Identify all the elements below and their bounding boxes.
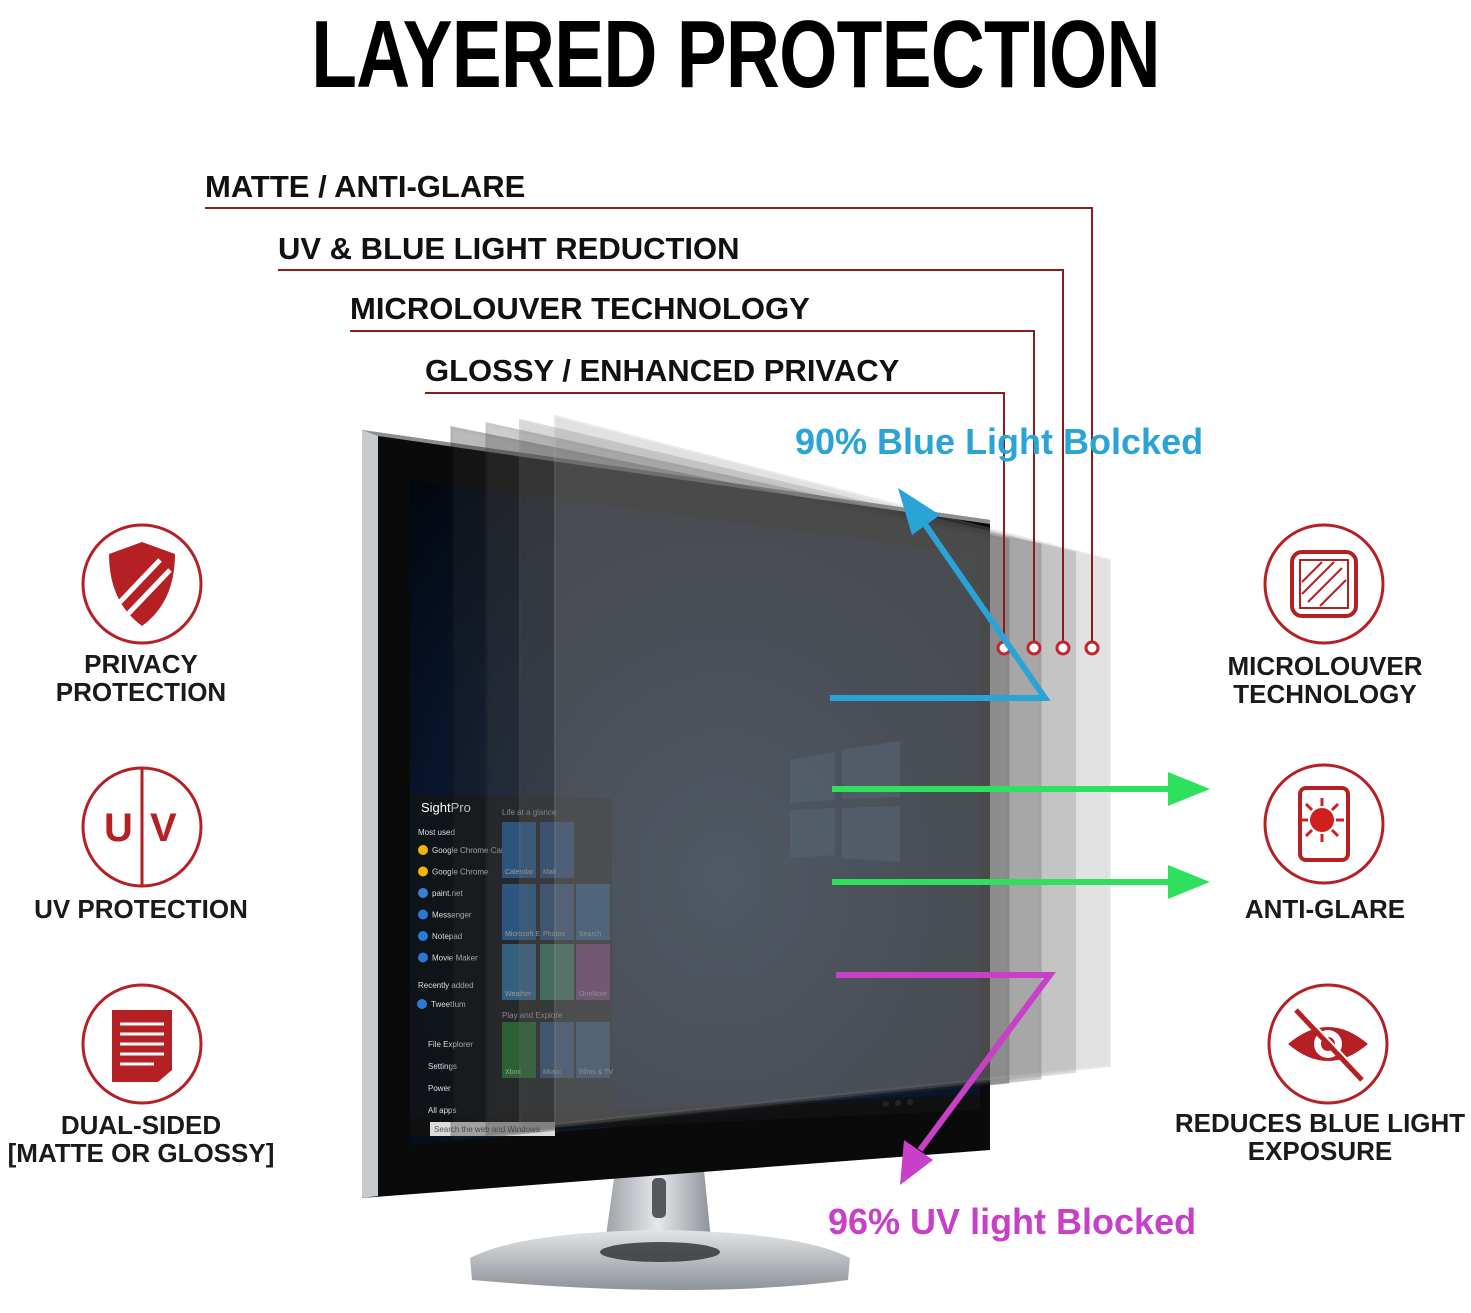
app-icon — [418, 952, 428, 963]
blue-light-arrow — [830, 488, 1051, 701]
start-title: SightPro — [421, 800, 471, 815]
layer-label-glossy: GLOSSY / ENHANCED PRIVACY — [425, 353, 900, 388]
start-tile — [540, 1022, 574, 1078]
start-tile — [502, 944, 536, 1000]
shield-icon — [80, 522, 204, 646]
start-tile-label: Photos — [543, 931, 565, 938]
start-tile — [576, 944, 610, 1000]
start-tile-label: Search — [579, 931, 601, 938]
blue-light-blocked-text: 90% Blue Light Bolcked — [795, 421, 1204, 462]
start-menu-app: Messenger — [432, 911, 472, 920]
feature-uv-line1: UV PROTECTION — [34, 894, 248, 924]
document-icon — [80, 982, 204, 1106]
feature-microlouver-line1: MICROLOUVER — [1227, 651, 1423, 681]
feature-dual-line1: DUAL-SIDED — [60, 1110, 222, 1140]
start-tile — [576, 884, 610, 940]
start-tile-label: Mail — [543, 869, 556, 876]
start-tile — [540, 944, 574, 1000]
start-tile — [502, 822, 536, 878]
app-icon — [418, 866, 428, 877]
start-menu-item: Settings — [428, 1062, 457, 1071]
most-used-label: Most used — [418, 828, 455, 837]
start-menu-app: Movie Maker — [432, 954, 478, 963]
app-icon — [418, 909, 428, 920]
uv-blocked-text: 96% UV light Blocked — [828, 1201, 1197, 1242]
layer-markers — [996, 640, 1100, 656]
start-tile — [540, 884, 574, 940]
feature-microlouver-line2: TECHNOLOGY — [1233, 679, 1417, 709]
recent-app: TweetIum — [431, 1000, 466, 1009]
app-icon — [418, 931, 428, 941]
app-icon — [418, 888, 428, 898]
start-tile — [576, 1022, 610, 1078]
taskbar-search: Search the web and Windows — [434, 1125, 540, 1134]
start-tile-label: Calendar — [505, 869, 534, 876]
start-menu-app: Google Chrome — [432, 868, 489, 877]
start-menu-app: Notepad — [432, 932, 462, 941]
start-tile-label: Xbox — [505, 1069, 521, 1076]
eye-crossed-icon — [1266, 982, 1390, 1106]
feature-privacy-line2: PROTECTION — [55, 677, 227, 707]
svg-text:U: U — [104, 806, 133, 850]
start-tile — [502, 1022, 536, 1078]
play-explore-label: Play and Explore — [502, 1011, 563, 1020]
layer-label-microlouver: MICROLOUVER TECHNOLOGY — [350, 291, 810, 326]
start-tile-label: Weather — [505, 991, 532, 998]
page-title: LAYERED PROTECTION — [311, 1, 1160, 108]
uv-light-arrow — [836, 972, 1056, 1185]
filter-layers — [450, 414, 1111, 1142]
microlouver-icon — [1262, 522, 1386, 646]
start-tile — [502, 884, 536, 940]
feature-privacy-line1: PRIVACY — [84, 649, 198, 679]
layer-label-matte: MATTE / ANTI-GLARE — [205, 169, 526, 204]
start-tile — [540, 822, 574, 878]
start-menu-item: All apps — [428, 1106, 456, 1115]
feature-blue-light-line1: REDUCES BLUE LIGHT — [1174, 1108, 1466, 1138]
start-menu-app: Google Chrome Canary — [432, 846, 516, 855]
layer-label-uv-blue: UV & BLUE LIGHT REDUCTION — [278, 231, 740, 266]
monitor-stand — [470, 1150, 850, 1290]
windows-logo-icon — [790, 741, 900, 862]
leader-lines — [205, 207, 1093, 648]
start-menu-item: Power — [428, 1084, 451, 1093]
start-tile-label: Films & TV — [579, 1069, 613, 1076]
start-menu-app: paint.net — [432, 889, 463, 898]
uv-icon: U V — [80, 765, 204, 889]
start-tile-label: OneNote — [579, 991, 607, 998]
life-at-a-glance-label: Life at a glance — [502, 808, 557, 817]
svg-text:V: V — [150, 806, 177, 850]
app-icon — [418, 845, 428, 855]
start-menu: SightPro Most used Google Chrome CanaryG… — [410, 795, 980, 1136]
start-tile-label: Music — [543, 1069, 562, 1076]
start-tile-label: Microsoft Edge — [505, 931, 552, 938]
sun-glare-icon — [1262, 762, 1386, 886]
feature-dual-line2: [MATTE OR GLOSSY] — [7, 1138, 275, 1168]
recently-added-label: Recently added — [418, 981, 474, 990]
visible-light-arrows — [832, 772, 1210, 899]
start-menu-item: File Explorer — [428, 1040, 473, 1049]
feature-blue-light-line2: EXPOSURE — [1247, 1136, 1393, 1166]
feature-anti-glare-line1: ANTI-GLARE — [1244, 894, 1406, 924]
